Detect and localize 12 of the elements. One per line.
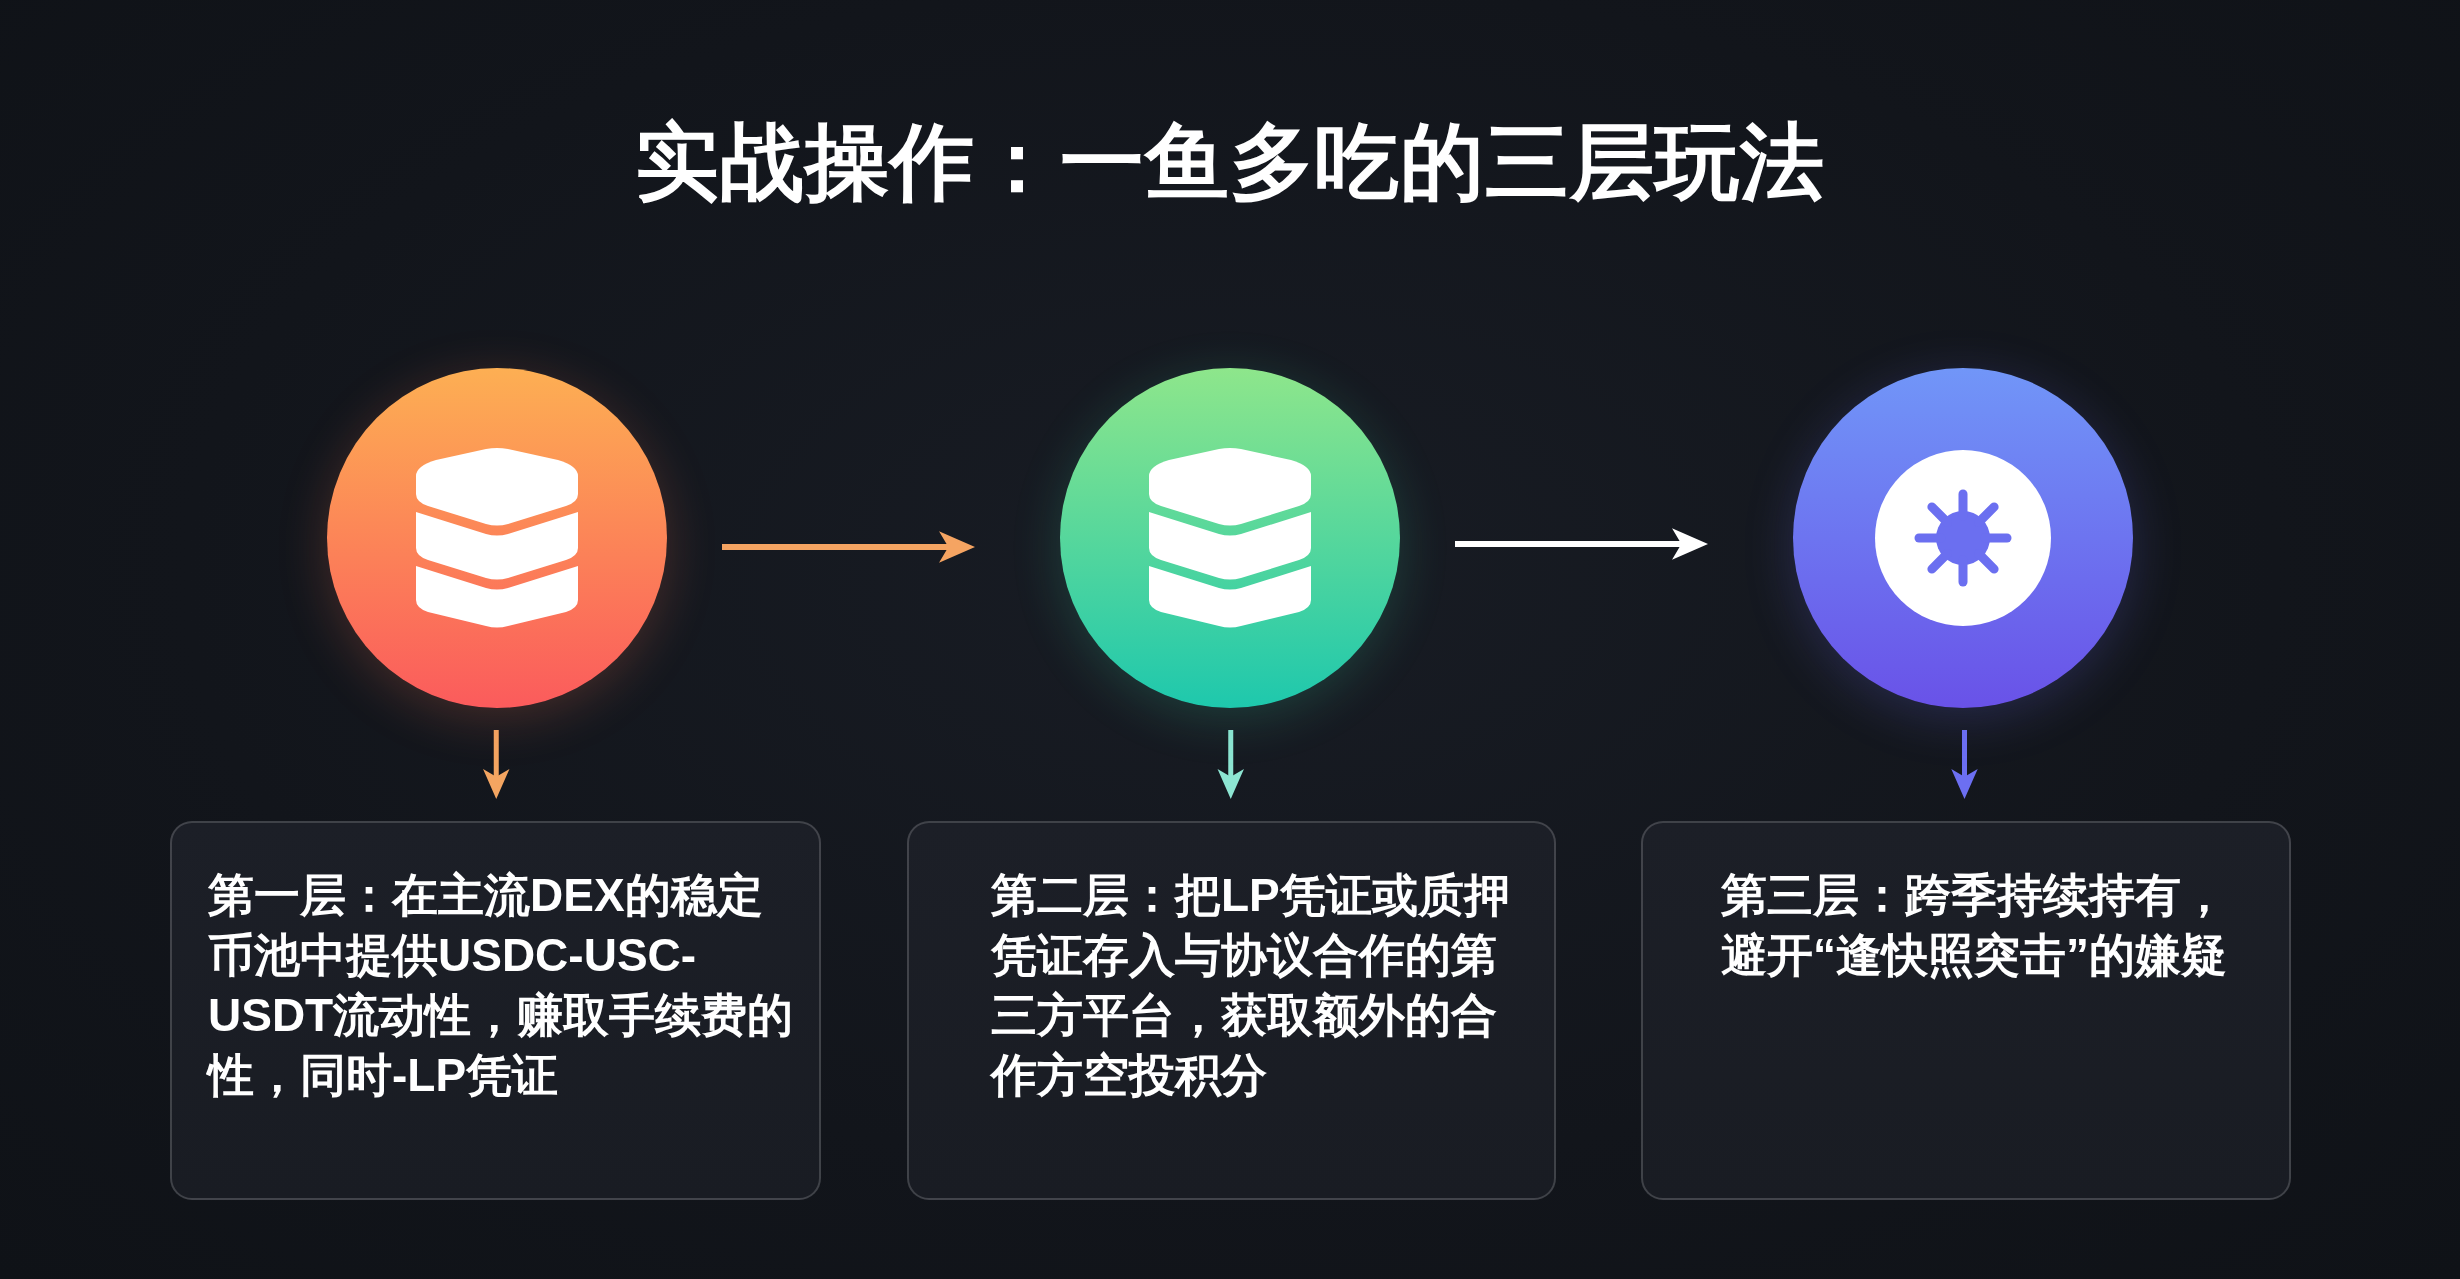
arrow [722,531,975,563]
arrow [1951,730,1978,799]
arrow [483,730,510,799]
arrow [1217,730,1244,799]
info-card [1641,821,2291,1200]
info-card [907,821,1556,1200]
arrow [1455,528,1708,560]
card-text: 第三层：跨季持续持有，避开“逢快照突击”的嫌疑 [1721,868,2228,983]
title: 实战操作：一鱼多吃的三层玩法 [635,114,1825,211]
info-card [170,821,821,1200]
card-text: 第一层：在主流DEX的稳定币池中提供USDC-USC-USDT流动性，赚取手续费的性，同时-LP凭证 [208,868,795,1103]
card-text: 第二层：把LP凭证或质押凭证存入与协议合作的第三方平台，获取额外的合作方空投积分 [991,868,1511,1103]
